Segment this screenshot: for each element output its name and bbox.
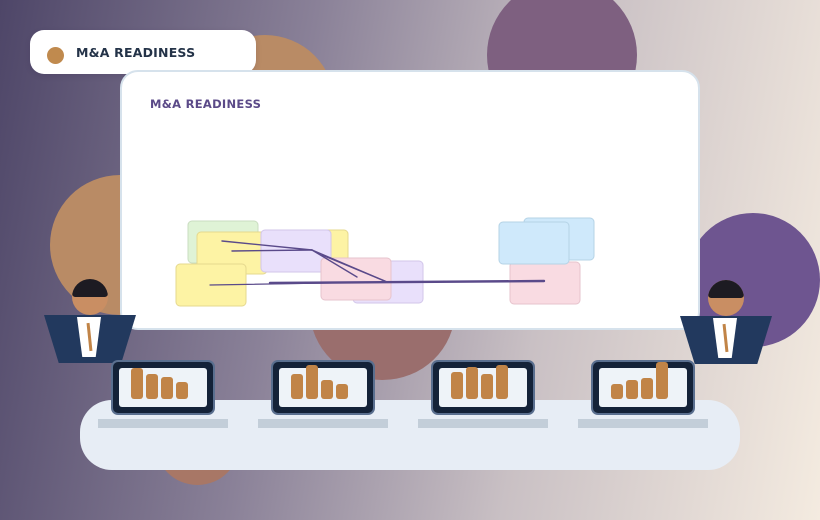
monitor-bar [306,365,318,399]
monitor-bar [466,367,478,399]
presenter-left-hair [72,279,108,297]
sticky-note-pink [509,261,581,305]
monitor-bar [451,372,463,399]
monitor-bar [641,378,653,399]
monitor-bar [291,374,303,399]
monitor [591,360,695,415]
sticky-note-blue [498,221,570,265]
monitor-bar [176,382,188,399]
monitor-bar [626,380,638,399]
board-title: M&A READINESS [150,97,262,111]
sticky-note-diagram [175,217,595,307]
connector-lines [209,240,546,286]
monitor-bar [656,362,668,399]
monitor [271,360,375,415]
monitor-bar [161,377,173,399]
sticky-note-pink [320,257,392,301]
monitor-bar [481,374,493,399]
desk-keyboard-bar [258,419,388,428]
monitor-bar [146,374,158,399]
monitor-bar [496,365,508,399]
desk-keyboard-bar [98,419,228,428]
presenter-right-hair [708,280,744,298]
header-title: M&A READINESS [76,45,196,60]
presenter-right-head [708,280,744,316]
whiteboard: M&A READINESS [120,70,700,330]
monitor [111,360,215,415]
desk-keyboard-bar [578,419,708,428]
monitor-bar [131,368,143,399]
monitor-bar [321,380,333,399]
presenter-left-head [72,279,108,315]
presenter-right [680,280,772,376]
presenter-left [44,279,136,375]
monitor-bar [611,384,623,399]
header-dot-icon [47,47,64,64]
header-pill: M&A READINESS [30,30,256,74]
desk-keyboard-bar [418,419,548,428]
monitor-bar [336,384,348,399]
monitor [431,360,535,415]
